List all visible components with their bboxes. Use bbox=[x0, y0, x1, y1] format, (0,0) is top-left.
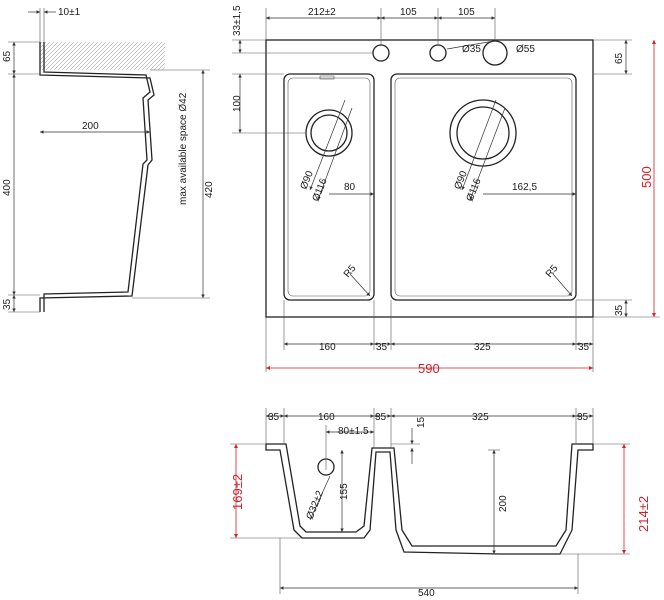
large-drain-outer bbox=[449, 99, 517, 167]
section-profile bbox=[265, 443, 594, 555]
side-dim-420: 420 bbox=[204, 181, 215, 198]
small-drain-outer bbox=[305, 109, 353, 157]
section-dim-169: 169±2 bbox=[230, 474, 245, 510]
top-dim-33: 33±1,5 bbox=[232, 5, 243, 36]
section-dim-214: 214±2 bbox=[636, 496, 651, 532]
bottom-dim-35a: 35 bbox=[376, 342, 388, 353]
side-view: 10±1 65 400 35 200 420 max available spa… bbox=[2, 7, 215, 313]
side-dim-35: 35 bbox=[2, 298, 13, 310]
top-dim-105a: 105 bbox=[400, 7, 417, 18]
tap-hole-1 bbox=[372, 44, 390, 62]
small-drain-inner bbox=[310, 114, 348, 152]
section-view: 35 160 35 325 35 80±1.5 15 169±2 155 Ø32… bbox=[230, 408, 651, 599]
side-dim-200: 200 bbox=[82, 121, 99, 132]
bottom-dim-325: 325 bbox=[474, 342, 491, 353]
top-dim-212: 212±2 bbox=[308, 7, 336, 18]
tap-hole-2 bbox=[429, 44, 447, 62]
side-note: max available space Ø42 bbox=[178, 92, 189, 205]
section-top-160: 160 bbox=[318, 412, 335, 423]
section-dim-80: 80±1.5 bbox=[338, 426, 369, 437]
small-drain-80: 80 bbox=[344, 182, 356, 193]
countertop-hatch bbox=[40, 42, 165, 70]
section-top-325: 325 bbox=[472, 412, 489, 423]
top-dim-500: 500 bbox=[639, 166, 654, 188]
section-top-35b: 35 bbox=[375, 412, 387, 423]
section-dim-15: 15 bbox=[416, 416, 427, 428]
side-top-tolerance: 10±1 bbox=[58, 7, 81, 18]
top-dim-d35: Ø35 bbox=[462, 44, 481, 55]
bottom-dim-35b: 35 bbox=[578, 342, 590, 353]
large-drain-inner bbox=[456, 106, 510, 160]
bottom-dim-160: 160 bbox=[319, 342, 336, 353]
sink-outline bbox=[265, 39, 594, 318]
overall-590: 590 bbox=[418, 361, 440, 376]
r5-right: R5 bbox=[544, 263, 561, 280]
small-bowl bbox=[283, 73, 375, 301]
section-dim-540: 540 bbox=[418, 588, 435, 599]
large-drain-d90: Ø90 bbox=[453, 169, 470, 191]
section-top-35c: 35 bbox=[577, 412, 589, 423]
side-profile bbox=[39, 42, 155, 312]
r5-left: R5 bbox=[342, 263, 359, 280]
tap-hole-3 bbox=[482, 40, 508, 66]
top-dim-d55: Ø55 bbox=[516, 44, 535, 55]
small-drain-d90: Ø90 bbox=[299, 169, 316, 191]
top-dim-35-right: 35 bbox=[614, 304, 625, 316]
large-drain-d116: Ø116 bbox=[465, 177, 484, 204]
top-dim-105b: 105 bbox=[458, 7, 475, 18]
top-dim-100: 100 bbox=[232, 95, 243, 112]
side-dim-65: 65 bbox=[2, 50, 13, 62]
section-dim-200: 200 bbox=[498, 495, 509, 512]
large-bowl bbox=[390, 73, 577, 301]
section-dim-155: 155 bbox=[339, 483, 350, 500]
top-view: Ø90 Ø116 Ø90 Ø116 80 162,5 212±2 105 105… bbox=[232, 5, 660, 376]
top-dim-65: 65 bbox=[614, 52, 625, 64]
side-dim-400: 400 bbox=[2, 179, 13, 196]
section-dim-d32: Ø32±2 bbox=[305, 489, 327, 521]
section-top-35a: 35 bbox=[268, 412, 280, 423]
large-drain-162: 162,5 bbox=[512, 182, 537, 193]
side-profile-inner bbox=[43, 42, 151, 312]
